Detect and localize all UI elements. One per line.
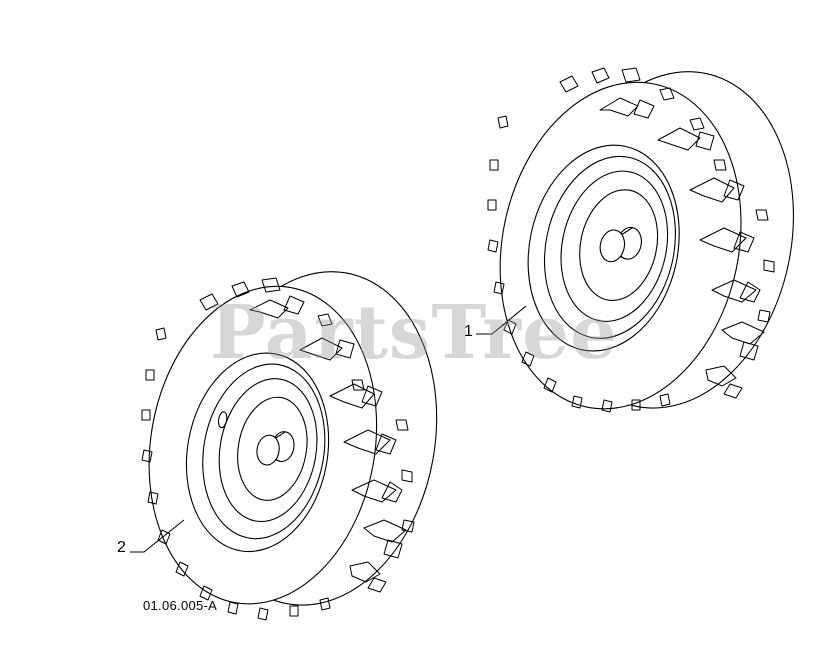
wheel-2-rim-outer bbox=[185, 352, 330, 553]
leader-line-2 bbox=[130, 519, 185, 553]
wheel-1-tread bbox=[559, 67, 775, 399]
wheel-1-rim-hub-ring bbox=[579, 189, 659, 302]
wheel-2-axle-front bbox=[256, 434, 280, 466]
drawing-code: 01.06.005-A bbox=[143, 598, 218, 613]
wheel-2-tread bbox=[199, 277, 415, 593]
leader-line-1 bbox=[476, 305, 527, 335]
wheel-1-rim-outer bbox=[527, 144, 680, 352]
wheel-2-valve bbox=[217, 411, 228, 429]
wheel-1-rim-inner bbox=[560, 170, 669, 322]
callout-label-2: 2 bbox=[117, 539, 126, 556]
wheel-2 bbox=[148, 271, 438, 606]
watermark: PartsTree bbox=[210, 290, 619, 376]
wheel-1-axle-front bbox=[599, 229, 626, 263]
wheel-1 bbox=[499, 71, 794, 410]
wheel-2-rim-inner bbox=[218, 378, 318, 523]
wheel-2-rim-mid bbox=[202, 363, 326, 540]
callout-label-1: 1 bbox=[464, 323, 473, 340]
wheel-2-rim-hub-ring bbox=[237, 396, 308, 501]
wheel-1-rim-mid bbox=[543, 155, 676, 339]
wheel-1-side-lugs bbox=[487, 115, 671, 413]
